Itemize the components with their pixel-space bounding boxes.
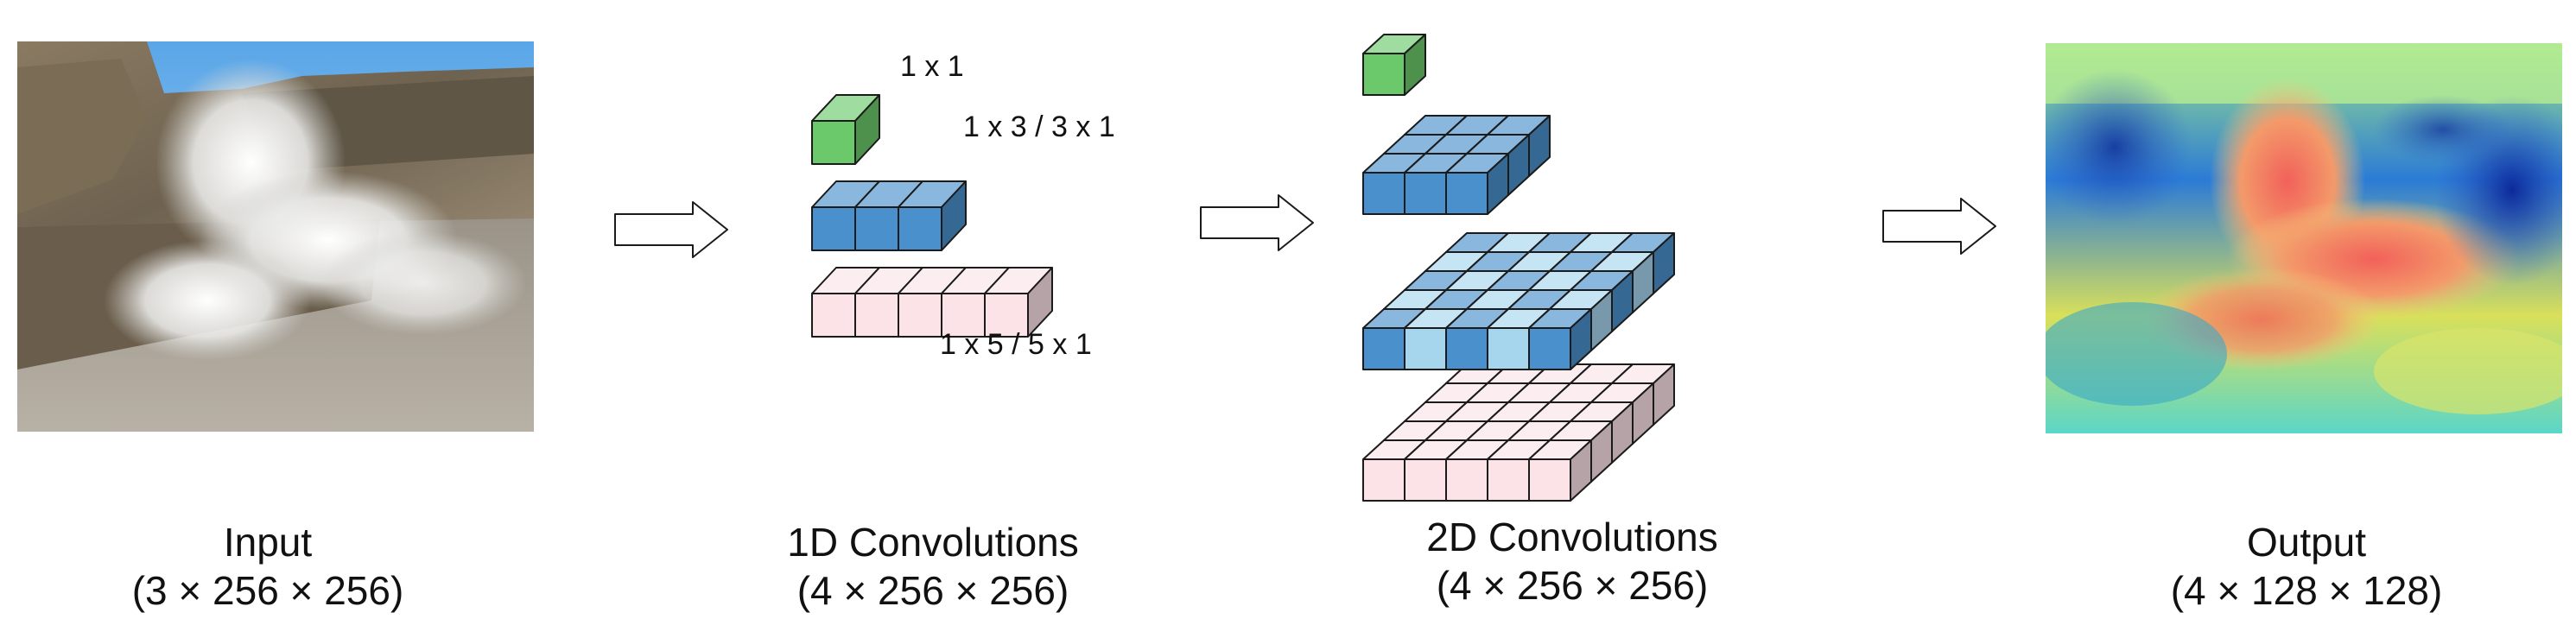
caption-output-dims: (4 × 128 × 128) xyxy=(2170,568,2443,613)
kernel-5x5-cube-front xyxy=(1362,458,1405,502)
caption-input: Input (3 × 256 × 256) xyxy=(52,518,484,615)
caption-input-dims: (3 × 256 × 256) xyxy=(131,568,404,613)
kernel-3x3-cube-front xyxy=(1445,172,1488,215)
kernel-label-1x1: 1 x 1 xyxy=(900,50,964,83)
kernel-label-1x5: 1 x 5 / 5 x 1 xyxy=(940,328,1092,361)
kernel-3x3-cube-front xyxy=(1362,172,1405,215)
caption-1d: 1D Convolutions (4 × 256 × 256) xyxy=(717,518,1149,615)
kernel-5x5-blue-cube-front xyxy=(1362,327,1405,370)
arrow-2d-to-output xyxy=(1882,198,1996,255)
kernel-5x5-cube-front xyxy=(1445,458,1488,502)
kernel-1x1-cube xyxy=(811,94,880,165)
1d-convolution-kernels xyxy=(811,94,1053,338)
caption-input-title: Input xyxy=(223,520,313,565)
kernel-5x5-blue-cube-front xyxy=(1487,327,1530,370)
kernel-label-1x3: 1 x 3 / 3 x 1 xyxy=(963,111,1115,143)
input-image xyxy=(17,41,534,432)
caption-1d-dims: (4 × 256 × 256) xyxy=(796,568,1069,613)
kernel-1x5-cube-front xyxy=(898,293,942,338)
kernel-5x5-blue-cube-front xyxy=(1404,327,1447,370)
output-heatmap xyxy=(2046,43,2562,433)
arrow-input-to-1d xyxy=(614,201,728,258)
kernel-5x5-cube-front xyxy=(1487,458,1530,502)
kernel-5x5-blue-cube-front xyxy=(1445,327,1488,370)
caption-output: Output (4 × 128 × 128) xyxy=(2091,518,2522,615)
kernel-1x5-cube-front xyxy=(854,293,899,338)
kernel-1x1-cube-front xyxy=(811,120,856,165)
caption-2d-title: 2D Convolutions xyxy=(1426,515,1718,559)
kernel-3x3-cube-front xyxy=(1404,172,1447,215)
kernel-1x3-cube-front xyxy=(811,206,856,251)
kernel-1x5-cube-front xyxy=(811,293,856,338)
kernel-1x3-cube-front xyxy=(898,206,942,251)
kernel-1x1-2d-cube-front xyxy=(1362,53,1405,96)
caption-2d-dims: (4 × 256 × 256) xyxy=(1436,563,1709,608)
kernel-1x5-cube-front xyxy=(984,293,1029,338)
caption-1d-title: 1D Convolutions xyxy=(787,520,1079,565)
caption-output-title: Output xyxy=(2246,520,2367,565)
arrow-1d-to-2d xyxy=(1200,194,1314,251)
kernel-5x5-blue-cube-front xyxy=(1528,327,1571,370)
kernel-1x5-cube xyxy=(984,267,1053,338)
kernel-5x5-cube xyxy=(1528,439,1592,502)
kernel-5x5-cube-front xyxy=(1528,458,1571,502)
kernel-1x1-2d-cube xyxy=(1362,34,1426,96)
kernel-5x5-cube-front xyxy=(1404,458,1447,502)
kernel-1x3-cube xyxy=(898,180,967,251)
kernel-3x3-cube xyxy=(1445,153,1509,215)
2d-convolution-kernels xyxy=(1362,34,1675,502)
kernel-1x3-cube-front xyxy=(854,206,899,251)
kernel-5x5-blue-cube xyxy=(1528,308,1592,370)
flow-arrows xyxy=(614,194,1996,258)
caption-2d: 2D Convolutions (4 × 256 × 256) xyxy=(1356,513,1788,610)
